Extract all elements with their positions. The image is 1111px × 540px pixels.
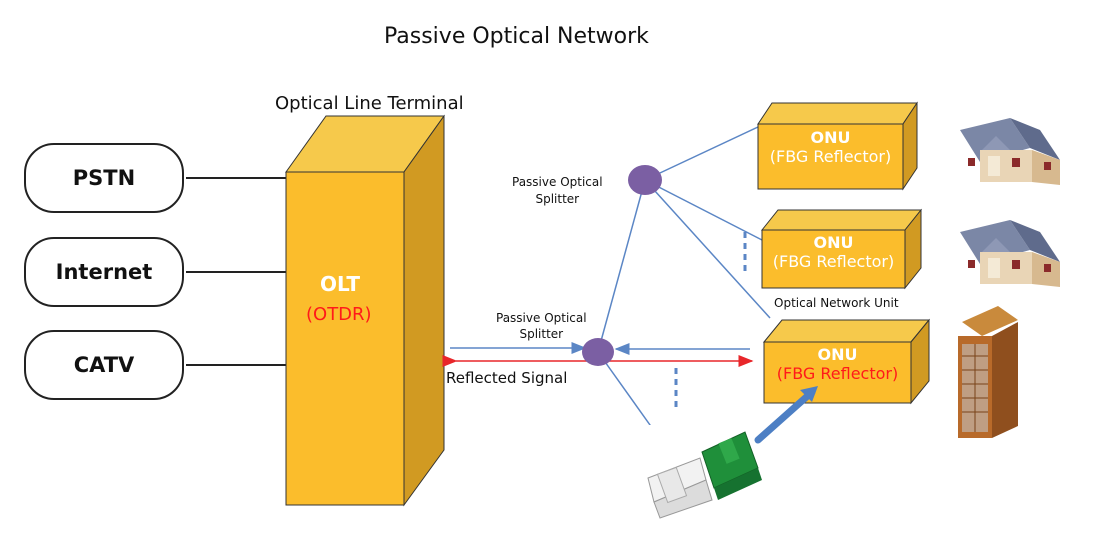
house-2-icon <box>960 220 1060 287</box>
fbg-connector-image <box>642 425 762 520</box>
splitter-mid-line2: Splitter <box>519 327 564 342</box>
onu-2-label: ONU (FBG Reflector) <box>762 233 905 271</box>
service-catv: CATV <box>24 330 184 400</box>
onu-box-1 <box>757 101 918 191</box>
onu-3-sub: (FBG Reflector) <box>776 364 899 384</box>
olt-box <box>285 114 445 507</box>
onu-box-3 <box>762 318 931 405</box>
diagram-title: Passive Optical Network <box>384 24 649 49</box>
splitter-top-label: Passive Optical Splitter <box>512 174 603 208</box>
fiber-splitter-splitter <box>597 179 646 353</box>
onu-3-name: ONU <box>817 345 858 364</box>
splitter-mid-line1: Passive Optical <box>496 311 587 325</box>
onu-1-name: ONU <box>810 128 851 147</box>
fiber-to-onu1 <box>644 126 759 181</box>
connector-pointer-arrow <box>754 388 816 444</box>
olt-name: OLT <box>320 272 361 296</box>
service-pstn: PSTN <box>24 143 184 213</box>
onu-2-name: ONU <box>813 233 854 252</box>
office-building-icon <box>958 306 1018 438</box>
onu-2-sub: (FBG Reflector) <box>772 252 895 272</box>
onu-1-sub: (FBG Reflector) <box>769 147 892 167</box>
house-1-icon <box>960 118 1060 185</box>
onu-caption: Optical Network Unit <box>774 296 899 310</box>
onu-1-label: ONU (FBG Reflector) <box>758 128 903 166</box>
olt-sub: (OTDR) <box>306 304 372 325</box>
splitter-mid-label: Passive Optical Splitter <box>496 310 587 342</box>
splitter-top-line2: Splitter <box>535 191 580 206</box>
olt-heading: Optical Line Terminal <box>275 93 464 114</box>
reflected-signal-label: Reflected Signal <box>446 369 568 387</box>
fiber-to-onu2 <box>644 179 763 241</box>
splitter-top-line1: Passive Optical <box>512 175 603 189</box>
splitter-mid <box>582 338 614 366</box>
fiber-to-onu3 <box>644 179 771 319</box>
fiber-to-connector <box>597 351 656 433</box>
service-internet: Internet <box>24 237 184 307</box>
onu-3-label: ONU (FBG Reflector) <box>764 345 911 383</box>
connector-pointer-head <box>800 386 818 402</box>
onu-box-2 <box>760 208 923 290</box>
splitter-top <box>628 165 662 195</box>
